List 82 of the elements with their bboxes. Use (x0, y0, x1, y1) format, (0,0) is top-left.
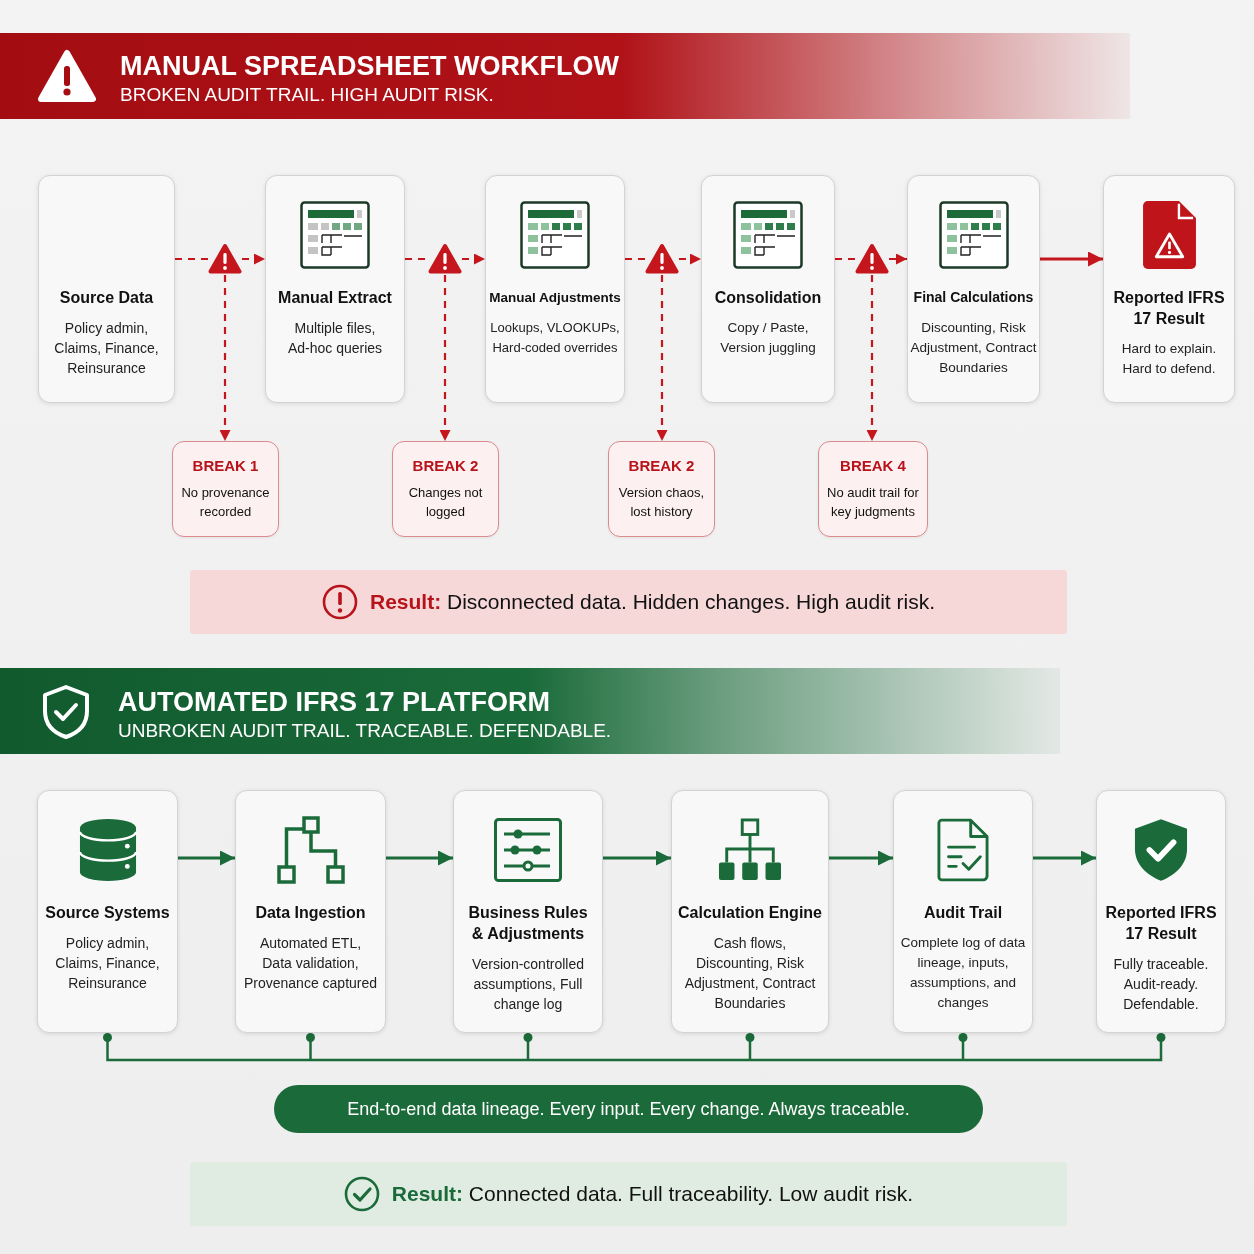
break-title: BREAK 1 (192, 456, 259, 476)
connector-line (625, 257, 645, 261)
card-description: Automated ETL, Data validation, Provenance captured (243, 934, 378, 993)
lineage-banner (274, 1085, 983, 1133)
process-card (1096, 790, 1226, 1033)
break-card (818, 441, 928, 537)
result-text: Result: Connected data. Full traceability. Low audit risk. (391, 1182, 914, 1206)
break-title: BREAK 4 (840, 456, 906, 476)
process-card (671, 790, 829, 1033)
break-description: No provenance recorded (180, 484, 271, 521)
break-description: No audit trail for key judgments (826, 484, 920, 521)
process-card (485, 175, 625, 403)
card-description: Cash flows, Discounting, Risk Adjustment, Contract Boundaries (683, 934, 817, 1013)
connector-line (405, 257, 428, 261)
card-title: Calculation Engine (678, 903, 822, 923)
process-card (1103, 175, 1235, 403)
arrow (829, 850, 893, 866)
break-description: Version chaos, lost history (617, 484, 706, 521)
break-card (392, 441, 499, 537)
card-title: Consolidation (714, 288, 822, 308)
break-description: Changes not logged (407, 484, 484, 521)
warning-icon (645, 243, 679, 275)
warning-icon (855, 243, 889, 275)
arrow (679, 253, 701, 265)
card-title: Reported IFRS 17 Result (1112, 288, 1226, 329)
arrow (386, 850, 453, 866)
section-header-banner (0, 668, 1060, 754)
banner-subtitle: BROKEN AUDIT TRAIL. HIGH AUDIT RISK. (120, 83, 494, 107)
card-title: Reported IFRS 17 Result (1104, 903, 1218, 944)
card-description: Policy admin, Claims, Finance, Reinsurance (54, 934, 161, 993)
card-description: Hard to explain. Hard to defend. (1120, 340, 1218, 378)
arrow (439, 275, 451, 441)
process-card (37, 790, 178, 1033)
break-card (608, 441, 715, 537)
break-title: BREAK 2 (412, 456, 479, 476)
arrow (219, 275, 231, 441)
card-description: Fully traceable. Audit-ready. Defendable. (1112, 955, 1210, 1014)
arrow (1040, 251, 1103, 267)
card-description: Version-controlled assumptions, Full change log (470, 955, 586, 1014)
arrow (889, 253, 907, 265)
banner-title: MANUAL SPREADSHEET WORKFLOW (120, 50, 619, 82)
arrow (656, 275, 668, 441)
arrow (866, 275, 878, 441)
process-card (453, 790, 603, 1033)
card-title: Source Data (59, 288, 154, 308)
card-description: Lookups, VLOOKUPs, Hard-coded overrides (489, 319, 621, 357)
card-title: Final Calculations (913, 288, 1034, 307)
break-title: BREAK 2 (628, 456, 695, 476)
arrow (462, 253, 485, 265)
arrow (1033, 850, 1096, 866)
result-banner (190, 1162, 1067, 1226)
connector-line (835, 257, 855, 261)
card-description: Policy admin, Claims, Finance, Reinsurance (53, 319, 160, 378)
connector-line (175, 257, 208, 261)
process-card (38, 175, 175, 403)
warning-icon (428, 243, 462, 275)
card-title: Source Systems (45, 903, 170, 923)
warning-icon (208, 243, 242, 275)
card-title: Data Ingestion (255, 903, 366, 923)
result-banner (190, 570, 1067, 634)
banner-subtitle: UNBROKEN AUDIT TRAIL. TRACEABLE. DEFENDABLE. (118, 719, 612, 743)
card-title: Manual Extract (278, 288, 392, 308)
process-card (701, 175, 835, 403)
arrow (603, 850, 671, 866)
section-header-banner (0, 33, 1130, 119)
banner-title: AUTOMATED IFRS 17 PLATFORM (118, 686, 550, 718)
break-card (172, 441, 279, 537)
process-card (907, 175, 1040, 403)
process-card (265, 175, 405, 403)
card-description: Copy / Paste, Version juggling (719, 319, 817, 357)
process-card (893, 790, 1033, 1033)
card-title: Manual Adjustments (489, 289, 621, 307)
card-description: Multiple files, Ad-hoc queries (286, 319, 384, 358)
banner-text: End-to-end data lineage. Every input. Every change. Always traceable. (347, 1098, 910, 1120)
arrow (178, 850, 235, 866)
card-title: Business Rules & Adjustments (467, 903, 589, 944)
card-title: Audit Trail (923, 903, 1003, 923)
result-text: Result: Disconnected data. Hidden changes. High audit risk. (370, 590, 935, 614)
card-description: Complete log of data lineage, inputs, assumptions, and changes (899, 934, 1027, 1012)
process-card (235, 790, 386, 1033)
card-description: Discounting, Risk Adjustment, Contract Boundaries (910, 319, 1037, 377)
arrow (242, 253, 265, 265)
